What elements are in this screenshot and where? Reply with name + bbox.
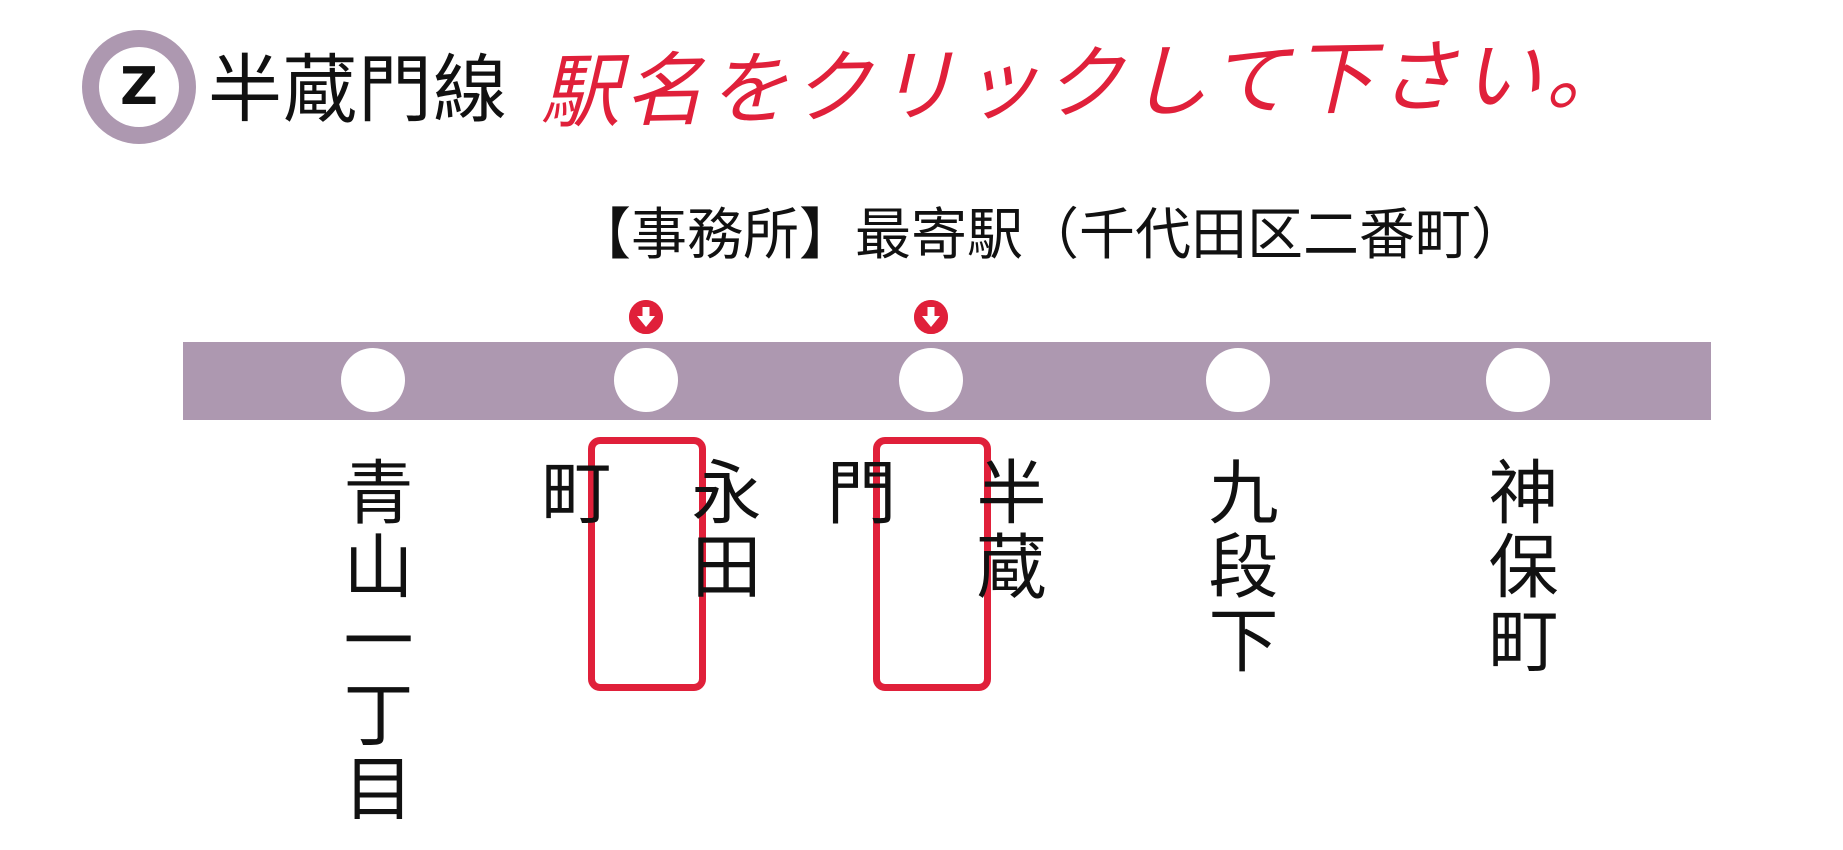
line-symbol: Z — [99, 47, 179, 127]
arrow-down-icon — [914, 300, 948, 334]
nearest-station-caption: 【事務所】最寄駅（千代田区二番町） — [575, 203, 1527, 268]
station-aoyama-itchome: 青山一丁目 — [298, 0, 448, 850]
station-dot — [341, 348, 405, 412]
station-name: 青山一丁目 — [332, 456, 414, 826]
station-dot — [1486, 348, 1550, 412]
station-nagatacho: 永田町 — [530, 0, 762, 850]
line-badge: Z — [82, 30, 196, 144]
station-jimbocho: 神保町 — [1443, 0, 1593, 850]
station-link-box[interactable]: 半蔵門 — [815, 437, 1047, 691]
station-name: 九段下 — [1197, 456, 1279, 678]
station-name[interactable]: 永田町 — [530, 456, 762, 604]
station-hanzomon: 半蔵門 — [815, 0, 1047, 850]
station-dot — [899, 348, 963, 412]
station-kudanshita: 九段下 — [1163, 0, 1313, 850]
station-dot — [1206, 348, 1270, 412]
arrow-down-icon — [629, 300, 663, 334]
line-name: 半蔵門線 — [208, 47, 508, 133]
station-link-box[interactable]: 永田町 — [530, 437, 762, 691]
station-name: 神保町 — [1477, 456, 1559, 678]
station-name[interactable]: 半蔵門 — [815, 456, 1047, 604]
station-dot — [614, 348, 678, 412]
